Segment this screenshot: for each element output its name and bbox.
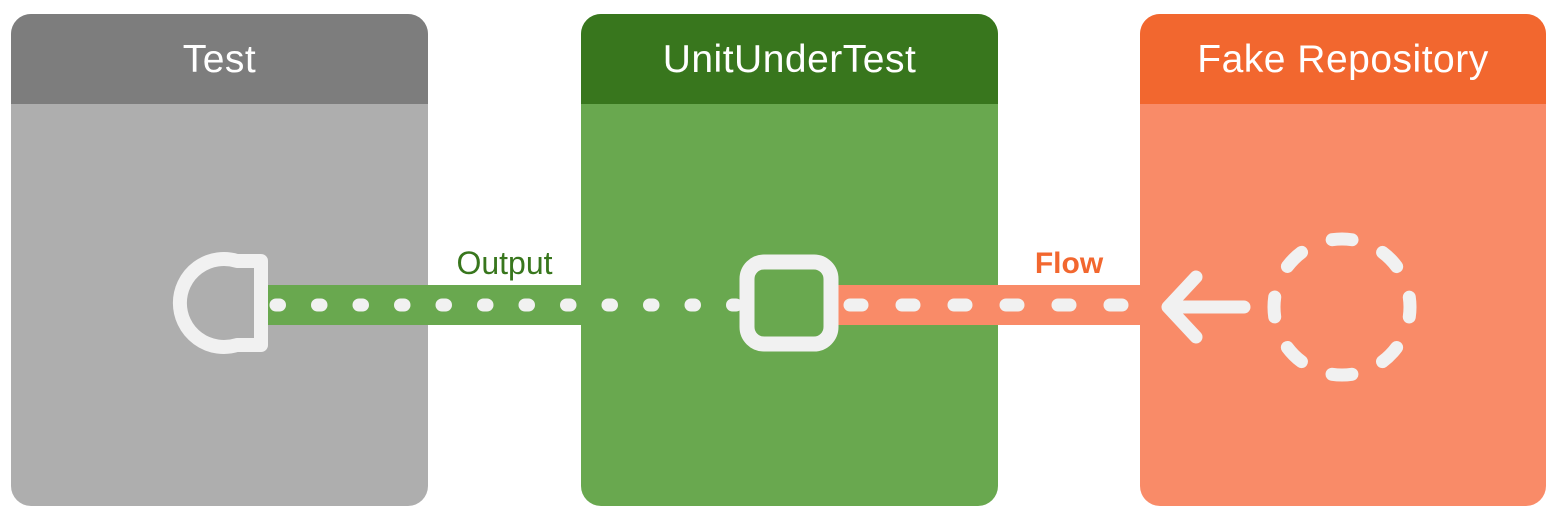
node-test-title: Test xyxy=(182,37,257,81)
node-unit-under-test-header: UnitUnderTest xyxy=(581,14,998,104)
node-fake-repository: Fake Repository xyxy=(1140,14,1546,506)
node-unit-under-test-title: UnitUnderTest xyxy=(662,37,917,81)
node-test: Test xyxy=(11,14,428,506)
node-fake-repository-title: Fake Repository xyxy=(1197,37,1489,81)
node-fake-repository-header: Fake Repository xyxy=(1140,14,1546,104)
flow-connector-label: Flow xyxy=(1034,247,1104,280)
node-unit-under-test: UnitUnderTest xyxy=(581,14,998,506)
output-connector-label: Output xyxy=(456,245,553,281)
node-test-header: Test xyxy=(11,14,428,104)
